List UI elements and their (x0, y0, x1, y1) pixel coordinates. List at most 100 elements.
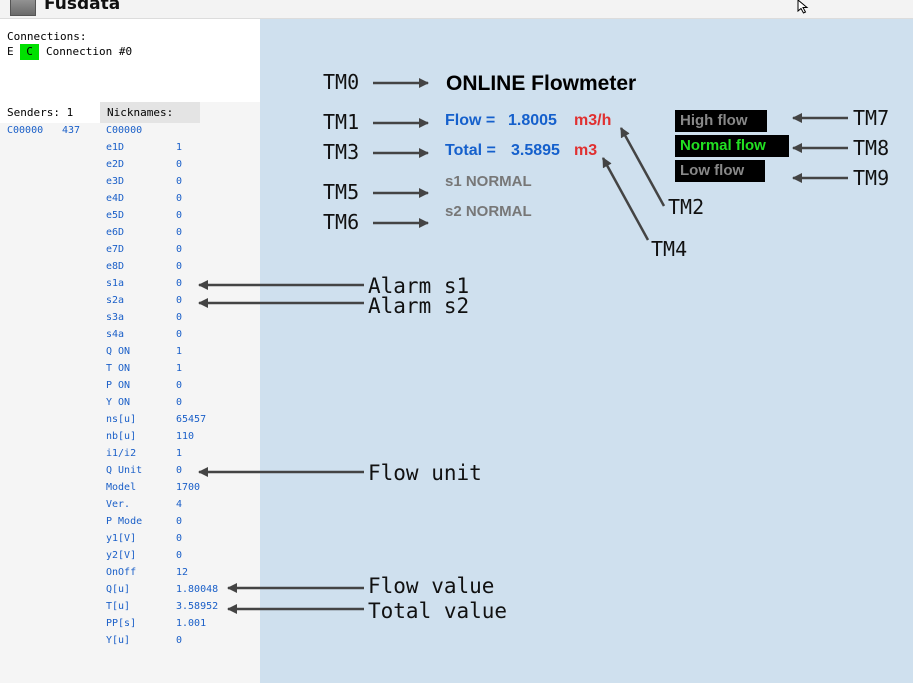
nickname-value: 12 (176, 567, 189, 578)
sidebar: Connections: E C Connection #0 Senders: … (0, 19, 260, 683)
alarm-s2-callout: Alarm s2 (368, 294, 470, 318)
nickname-name: s3a (106, 312, 125, 323)
total-value-callout: Total value (368, 599, 508, 623)
nickname-name: y1[V] (106, 533, 137, 544)
high-flow-indicator: High flow (675, 110, 767, 132)
nickname-name: Y[u] (106, 635, 131, 646)
nickname-row[interactable]: ns[u]65457 (106, 414, 206, 431)
flow-value-callout: Flow value (368, 574, 495, 598)
nickname-value: 0 (176, 397, 183, 408)
nickname-row[interactable]: T[u] 3.58952 (106, 601, 218, 618)
nickname-name: PP[s] (106, 618, 137, 629)
nickname-name: e2D (106, 159, 125, 170)
scada-panel (260, 19, 913, 683)
nickname-value: 1.001 (176, 618, 207, 629)
nickname-row[interactable]: Q[u]1.80048 (106, 584, 218, 601)
nickname-name: e1D (106, 142, 125, 153)
nickname-name: s4a (106, 329, 125, 340)
connection-name[interactable]: Connection #0 (46, 45, 133, 58)
tm5-label: TM5 (323, 180, 360, 204)
s2-status: s2 NORMAL (445, 203, 532, 220)
nickname-value: 1.80048 (176, 584, 219, 595)
nickname-value: 0 (176, 295, 183, 306)
nickname-value: 0 (176, 193, 183, 204)
nickname-row[interactable]: y1[V] 0 (106, 533, 182, 550)
nickname-row[interactable]: OnOff 12 (106, 567, 188, 584)
nickname-name: e5D (106, 210, 125, 221)
nickname-value: 65457 (176, 414, 207, 425)
nickname-name: e4D (106, 193, 125, 204)
nickname-value: 110 (176, 431, 195, 442)
nickname-name: Q Unit (106, 465, 143, 476)
nickname-value: 0 (176, 635, 183, 646)
nicknames-header: Nicknames: (100, 102, 200, 123)
nickname-row[interactable]: e4D 0 (106, 193, 182, 210)
connections-label: Connections: (7, 30, 87, 43)
nickname-value: 0 (176, 550, 183, 561)
nickname-name: e3D (106, 176, 125, 187)
total-value: 3.5895 (511, 142, 560, 159)
panel-heading: ONLINE Flowmeter (446, 72, 637, 95)
nickname-row[interactable]: PP[s] 1.001 (106, 618, 206, 635)
flow-label: Flow = (445, 112, 496, 129)
nickname-row[interactable]: Ver.4 (106, 499, 182, 516)
nickname-name: OnOff (106, 567, 137, 578)
tm6-label: TM6 (323, 210, 360, 234)
connection-state: E (7, 45, 14, 58)
sender-id: C00000 (7, 125, 44, 136)
nickname-row[interactable]: s2a 0 (106, 295, 182, 312)
tm4-label: TM4 (651, 237, 688, 261)
total-unit: m3 (574, 142, 598, 159)
tm7-label: TM7 (853, 106, 890, 130)
title-bar: Fusdata (0, 0, 913, 19)
nickname-value: 0 (176, 533, 183, 544)
alarm-s1-callout: Alarm s1 (368, 274, 470, 298)
nickname-name: C00000 (106, 125, 143, 136)
nickname-value: 3.58952 (176, 601, 219, 612)
total-label: Total = (445, 142, 496, 159)
nickname-row[interactable]: e3D 0 (106, 176, 182, 193)
nickname-name: s2a (106, 295, 125, 306)
tm2-label: TM2 (668, 195, 705, 219)
app-icon (10, 0, 36, 16)
nickname-name: y2[V] (106, 550, 137, 561)
nickname-value: 1 (176, 448, 183, 459)
nickname-value: 1 (176, 363, 183, 374)
nickname-name: e7D (106, 244, 125, 255)
low-flow-indicator: Low flow (675, 160, 765, 182)
nickname-row[interactable]: y2[V] 0 (106, 550, 182, 567)
nickname-value: 1 (176, 346, 183, 357)
nickname-name: T[u] (106, 601, 131, 612)
nickname-value: 0 (176, 159, 183, 170)
nickname-value: 0 (176, 261, 183, 272)
sender-row[interactable]: C00000 437 (7, 125, 80, 136)
nickname-row[interactable]: Q ON 1 (106, 346, 182, 363)
nickname-row[interactable]: s4a 0 (106, 329, 182, 346)
app-title: Fusdata (44, 0, 121, 14)
nickname-name: Q ON (106, 346, 131, 357)
nickname-row[interactable]: Y[u] 0 (106, 635, 182, 652)
connection-status-badge: C (20, 44, 39, 60)
nickname-row[interactable]: C00000 (106, 125, 142, 142)
nickname-value: 0 (176, 176, 183, 187)
normal-flow-indicator: Normal flow (675, 135, 789, 157)
nickname-value: 0 (176, 329, 183, 340)
nickname-row[interactable]: e2D 0 (106, 159, 182, 176)
nickname-row[interactable]: nb[u]110 (106, 431, 194, 448)
